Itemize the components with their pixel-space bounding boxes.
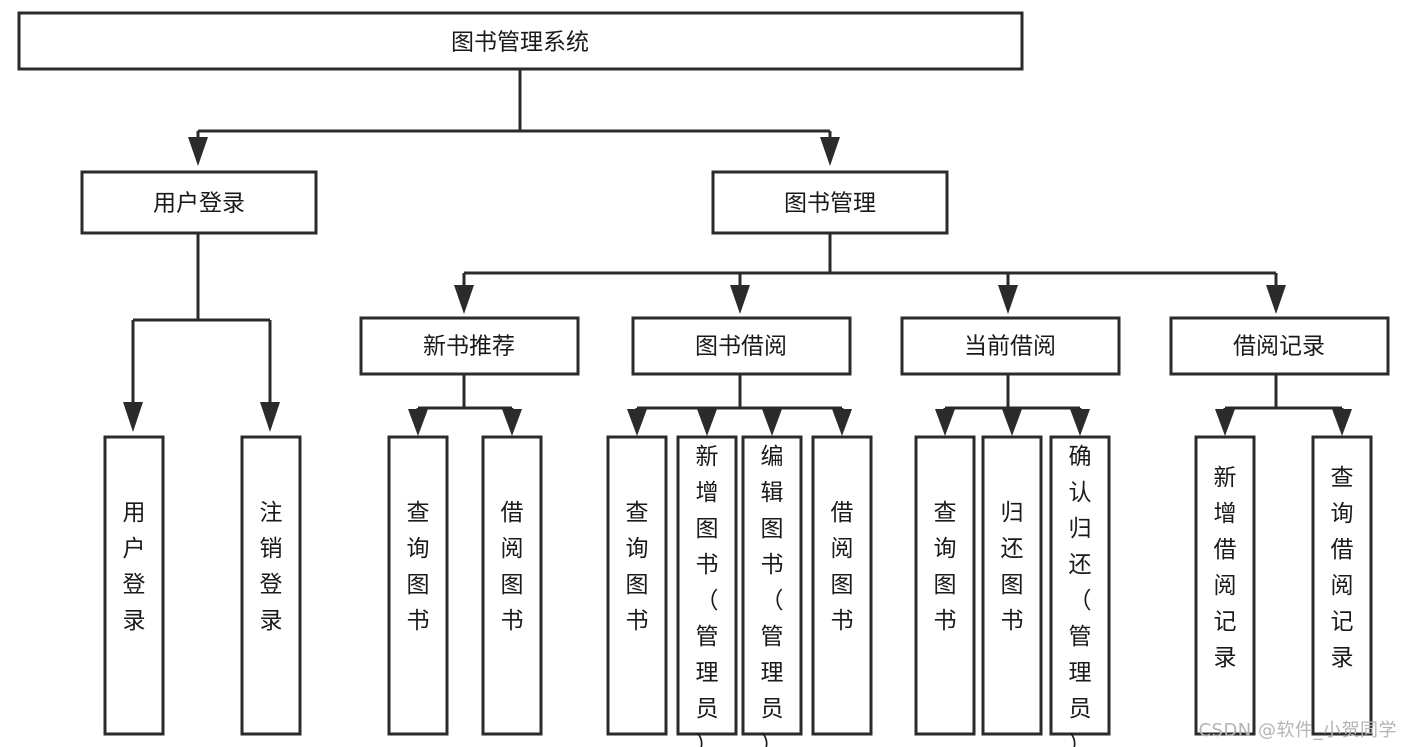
node-leaf-query-record[interactable]: 查询借阅记录: [1311, 435, 1373, 736]
node-book-borrow-box[interactable]: [631, 316, 852, 376]
arrowhead-leaf-user-login: [123, 402, 143, 432]
node-leaf-query-book-1-box[interactable]: [387, 435, 449, 736]
node-leaf-add-book-label: 新增图书（管理员）: [696, 444, 719, 747]
connector-group-root: [188, 69, 840, 166]
node-leaf-add-record-box[interactable]: [1194, 435, 1256, 736]
node-root-box[interactable]: [17, 11, 1024, 71]
arrowhead-book-management: [820, 137, 840, 166]
node-borrow-record-label: 借阅记录: [1233, 334, 1325, 360]
arrowhead-leaf-query-record: [1332, 409, 1352, 436]
node-leaf-query-record-label: 查询借阅记录: [1331, 465, 1354, 671]
node-leaf-edit-book-label: 编辑图书（管理员）: [761, 444, 784, 747]
arrowhead-book-borrow: [730, 285, 750, 314]
node-book-borrow[interactable]: 图书借阅: [631, 316, 852, 376]
node-new-book-recommend-label: 新书推荐: [423, 334, 515, 360]
arrowhead-leaf-query-book-2: [627, 409, 647, 436]
node-leaf-query-book-2-box[interactable]: [606, 435, 668, 736]
node-book-management-label: 图书管理: [784, 191, 876, 217]
connector-group-borrow-record: [1215, 374, 1352, 436]
node-leaf-confirm-return[interactable]: 确认归还（管理员）: [1049, 435, 1111, 747]
node-leaf-query-book-1[interactable]: 查询图书: [387, 435, 449, 736]
arrowhead-user-login: [188, 137, 208, 166]
node-leaf-query-book-2[interactable]: 查询图书: [606, 435, 668, 736]
arrowhead-leaf-add-book: [697, 409, 717, 436]
arrowhead-new-book-recommend: [454, 285, 474, 314]
node-leaf-query-record-box[interactable]: [1311, 435, 1373, 736]
node-leaf-borrow-book-1-box[interactable]: [481, 435, 543, 736]
node-book-management-box[interactable]: [711, 170, 949, 235]
node-leaf-edit-book-box[interactable]: [741, 435, 803, 736]
node-leaf-borrow-book-2[interactable]: 借阅图书: [811, 435, 873, 736]
node-leaf-query-book-3-box[interactable]: [914, 435, 976, 736]
node-borrow-record[interactable]: 借阅记录: [1169, 316, 1390, 376]
connector-group-book-borrow: [627, 374, 852, 436]
node-leaf-user-login[interactable]: 用户登录: [103, 435, 165, 736]
node-leaf-logout-login-label: 注销登录: [260, 500, 283, 634]
node-leaf-confirm-return-box[interactable]: [1049, 435, 1111, 736]
node-root[interactable]: 图书管理系统: [17, 11, 1024, 71]
node-leaf-user-login-box[interactable]: [103, 435, 165, 736]
node-leaf-confirm-return-label: 确认归还（管理员）: [1069, 444, 1092, 747]
node-leaf-query-book-3-label: 查询图书: [934, 500, 957, 634]
node-leaf-borrow-book-2-box[interactable]: [811, 435, 873, 736]
arrowhead-leaf-query-book-1: [408, 409, 428, 436]
node-leaf-return-book[interactable]: 归还图书: [981, 435, 1043, 736]
node-leaf-borrow-book-1[interactable]: 借阅图书: [481, 435, 543, 736]
arrowhead-leaf-return-book: [1002, 409, 1022, 436]
node-new-book-recommend[interactable]: 新书推荐: [359, 316, 580, 376]
arrowhead-current-borrow: [998, 285, 1018, 314]
node-leaf-logout-login[interactable]: 注销登录: [240, 435, 302, 736]
node-current-borrow-label: 当前借阅: [964, 334, 1056, 360]
node-leaf-return-book-label: 归还图书: [1001, 500, 1024, 634]
arrowhead-leaf-add-record: [1215, 409, 1235, 436]
arrowhead-leaf-confirm-return: [1070, 409, 1090, 436]
node-user-login[interactable]: 用户登录: [80, 170, 318, 235]
node-current-borrow[interactable]: 当前借阅: [900, 316, 1121, 376]
node-leaf-add-book[interactable]: 新增图书（管理员）: [676, 435, 738, 747]
connector-group-book-management: [454, 233, 1286, 314]
node-leaf-add-book-box[interactable]: [676, 435, 738, 736]
node-root-label: 图书管理系统: [451, 30, 589, 56]
arrowhead-leaf-edit-book: [762, 409, 782, 436]
node-leaf-add-record-label: 新增借阅记录: [1214, 465, 1237, 671]
node-leaf-borrow-book-2-label: 借阅图书: [831, 500, 854, 634]
arrowhead-leaf-borrow-book-1: [502, 409, 522, 436]
node-book-borrow-label: 图书借阅: [695, 334, 787, 360]
arrowhead-borrow-record: [1266, 285, 1286, 314]
connector-group-new-book-recommend: [408, 374, 522, 436]
arrowhead-leaf-logout-login: [260, 402, 280, 432]
connector-group-current-borrow: [935, 374, 1090, 436]
node-leaf-query-book-1-label: 查询图书: [407, 500, 430, 634]
node-leaf-borrow-book-1-label: 借阅图书: [501, 500, 524, 634]
connector-group-user-login: [123, 233, 280, 432]
node-user-login-box[interactable]: [80, 170, 318, 235]
node-leaf-add-record[interactable]: 新增借阅记录: [1194, 435, 1256, 736]
node-leaf-query-book-2-label: 查询图书: [626, 500, 649, 634]
arrowhead-leaf-query-book-3: [935, 409, 955, 436]
node-book-management[interactable]: 图书管理: [711, 170, 949, 235]
node-leaf-return-book-box[interactable]: [981, 435, 1043, 736]
arrowhead-leaf-borrow-book-2: [832, 409, 852, 436]
node-current-borrow-box[interactable]: [900, 316, 1121, 376]
node-leaf-user-login-label: 用户登录: [123, 500, 146, 634]
node-user-login-label: 用户登录: [153, 191, 245, 217]
node-leaf-query-book-3[interactable]: 查询图书: [914, 435, 976, 736]
node-borrow-record-box[interactable]: [1169, 316, 1390, 376]
node-new-book-recommend-box[interactable]: [359, 316, 580, 376]
node-leaf-edit-book[interactable]: 编辑图书（管理员）: [741, 435, 803, 747]
node-leaf-logout-login-box[interactable]: [240, 435, 302, 736]
